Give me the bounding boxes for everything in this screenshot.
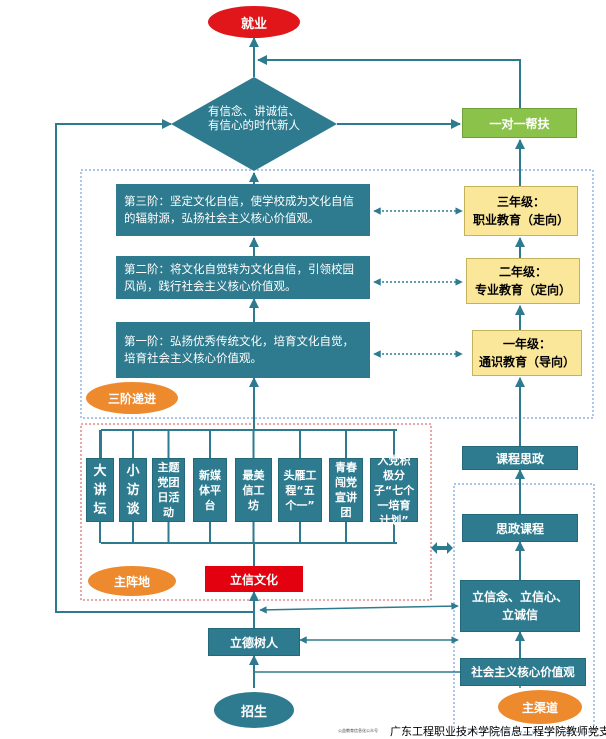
main-position-item-label: 入党积极分子“七个一培育计划” [373, 453, 415, 527]
year3-line1: 三年级： [496, 195, 545, 209]
main-position-item: 头雁工程“五个一” [278, 458, 322, 522]
progressive-frame [80, 169, 594, 419]
footer-org: 广东工程职业技术学院信息工程学院教师党支部 [390, 725, 606, 738]
oneonone-to-employment [257, 55, 521, 108]
spine-to-beliefs [259, 602, 459, 614]
main-position-item-label: 头雁工程“五个一” [283, 468, 317, 512]
main-position-item: 最美信工坊 [235, 458, 272, 522]
enrollment-label: 招生 [240, 704, 267, 720]
main-position-item: 主题党团日活动 [152, 458, 185, 522]
main-position-label: 主阵地 [113, 574, 150, 589]
progressive-label: 三阶递进 [107, 391, 156, 406]
ideology-course-label: 思政课程 [495, 521, 544, 536]
main-position-badge: 主阵地 [88, 566, 176, 596]
main-channel-label: 主渠道 [521, 700, 558, 715]
progressive-badge: 三阶递进 [86, 382, 178, 414]
one-on-one-help-label: 一对一帮扶 [489, 116, 550, 131]
year2-line1: 二年级： [498, 265, 547, 279]
three-beliefs-label: 立信念、立信心、立诚信 [471, 590, 568, 622]
core-values-node: 社会主义核心价值观 [460, 658, 586, 686]
year2-node: 二年级： 专业教育（定向） [466, 258, 580, 304]
main-position-item-label: 青春闯党宣讲团 [335, 461, 357, 519]
employment-label: 就业 [240, 16, 267, 32]
main-position-item: 小访谈 [119, 458, 147, 522]
footer-seal: 公益教育信息化公众号 [338, 728, 378, 733]
main-position-item-label: 最美信工坊 [242, 468, 265, 512]
main-channel-badge: 主渠道 [498, 690, 582, 724]
year3-line2: 职业教育（走向） [472, 213, 569, 227]
main-position-item: 大讲坛 [86, 458, 114, 522]
goal-diamond-label: 有信念、讲诚信、有信心的时代新人 [208, 104, 300, 132]
moral-education-node: 立德树人 [208, 628, 300, 656]
main-position-item-label: 主题党团日活动 [157, 461, 180, 519]
culture-label: 立信文化 [229, 572, 278, 587]
year1-node: 一年级： 通识教育（导向） [472, 330, 582, 376]
course-ideology-label: 课程思政 [495, 451, 544, 466]
stage3-node: 第三阶：坚定文化自信，使学校成为文化自信的辐射源，弘扬社会主义核心价值观。 [116, 184, 370, 236]
main-position-item: 入党积极分子“七个一培育计划” [370, 454, 418, 527]
year1-line1: 一年级： [502, 337, 551, 351]
ideology-course-node: 思政课程 [462, 514, 578, 542]
main-position-item-label: 小访谈 [126, 463, 140, 517]
left-feedback-loop [55, 119, 254, 613]
year3-node: 三年级： 职业教育（走向） [464, 186, 578, 236]
course-ideology-node: 课程思政 [462, 446, 578, 470]
stage3-text: 第三阶：坚定文化自信，使学校成为文化自信的辐射源，弘扬社会主义核心价值观。 [124, 194, 354, 225]
year1-line2: 通识教育（导向） [478, 355, 575, 369]
stage1-text: 第一阶：弘扬优秀传统文化，培育文化自觉，培育社会主义核心价值观。 [124, 334, 354, 365]
moral-education-label: 立德树人 [229, 635, 278, 650]
stage2-node: 第二阶：将文化自觉转为文化自信，引领校园风尚，践行社会主义核心价值观。 [116, 256, 370, 299]
double-arrow [431, 542, 453, 554]
three-beliefs-node: 立信念、立信心、立诚信 [460, 580, 580, 632]
year2-line2: 专业教育（定向） [474, 283, 571, 297]
core-values-label: 社会主义核心价值观 [471, 665, 575, 679]
main-position-item-label: 大讲坛 [93, 463, 107, 517]
stage2-text: 第二阶：将文化自觉转为文化自信，引领校园风尚，践行社会主义核心价值观。 [124, 261, 354, 293]
main-position-item: 青春闯党宣讲团 [329, 458, 363, 522]
one-on-one-help-node: 一对一帮扶 [462, 108, 577, 138]
culture-node: 立信文化 [205, 566, 303, 592]
goal-diamond-shape [171, 77, 337, 171]
employment-node: 就业 [208, 6, 300, 38]
enrollment-node: 招生 [214, 692, 294, 728]
main-position-item-label: 新媒体平台 [199, 468, 221, 512]
stage1-node: 第一阶：弘扬优秀传统文化，培育文化自觉，培育社会主义核心价值观。 [116, 322, 370, 378]
main-position-item: 新媒体平台 [193, 458, 227, 522]
